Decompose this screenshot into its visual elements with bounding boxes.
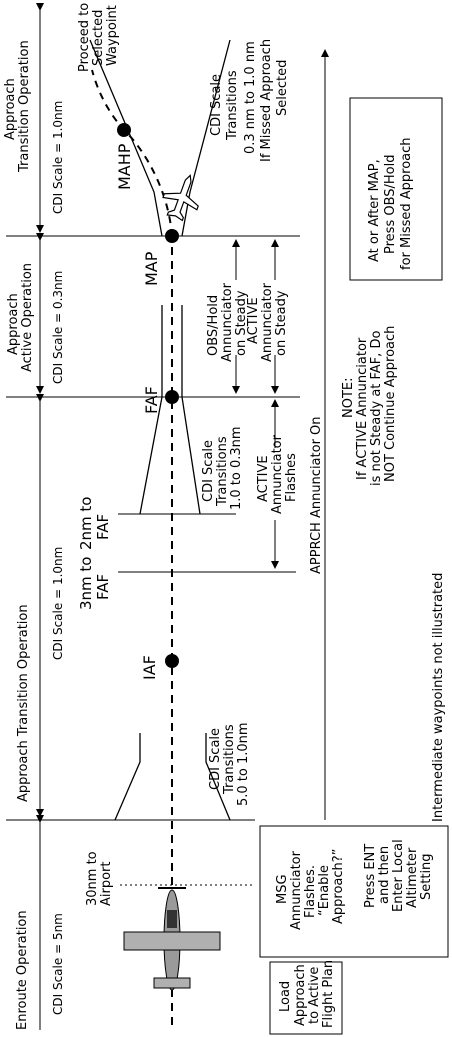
cdi-missed-4: If Missed Approach — [259, 39, 274, 162]
obs-box — [349, 97, 443, 281]
active-flashes-3: Flashes — [284, 453, 299, 502]
msg-box-2: Annunciator — [289, 850, 304, 930]
proceed-label-2: Selected — [91, 10, 106, 66]
missed-transition-title-2: Transition Operation — [17, 40, 32, 173]
note-block-3: is not Steady at FAF, Do — [369, 331, 384, 486]
faf-dot — [165, 390, 179, 404]
active-flashes-1: ACTIVE — [256, 455, 271, 502]
load-box-1: Load — [278, 981, 293, 1012]
cdi-5-to-1-1: CDI Scale — [208, 728, 223, 790]
proceed-label-1: Proceed to — [77, 3, 92, 72]
note-block-4: NOT Continue Approach — [383, 326, 398, 482]
msg-box-9: Altimeter — [405, 847, 420, 908]
annunciator-arrows — [232, 49, 329, 820]
mahp-label: MAHP — [115, 143, 134, 190]
obs-box-3: for Missed Approach — [399, 137, 414, 270]
obs-box-1: At or After MAP, — [367, 159, 382, 262]
two-nm-label-2: FAF — [94, 514, 112, 540]
obs-hold-1: OBS/Hold — [206, 295, 221, 356]
cdi-1-to-03-1: CDI Scale — [201, 440, 216, 502]
load-box-3: to Active — [307, 967, 322, 1024]
approach-active-title-1: Approach — [6, 293, 21, 355]
thirty-nm-label-2: Airport — [99, 862, 114, 907]
phase-dividers — [6, 235, 300, 821]
iaf-dot — [165, 654, 179, 668]
map-label: MAP — [142, 251, 161, 286]
msg-box-5: Approach?” — [331, 849, 346, 924]
msg-box-4: “Enable — [317, 865, 332, 916]
note-block-1: NOTE: — [341, 378, 356, 419]
cdi-missed-1: CDI Scale — [209, 74, 224, 136]
info-boxes — [259, 97, 449, 1035]
enroute-scale: CDI Scale = 5nm — [51, 913, 65, 1015]
enroute-title: Enroute Operation — [15, 910, 30, 1030]
obs-hold-2: Annunciator — [220, 282, 235, 362]
msg-box — [259, 825, 449, 958]
distance-ticks — [118, 513, 296, 573]
cdi-funnel-missed — [89, 39, 231, 237]
approach-transition-scale: CDI Scale = 1.0nm — [51, 547, 65, 660]
cdi-missed-5: Selected — [275, 60, 290, 116]
thirty-nm-label-1: 30nm to — [85, 851, 100, 906]
two-nm-label-1: 2nm to — [77, 497, 95, 551]
iaf-label: IAF — [140, 655, 159, 680]
intermediate-note: Intermediate waypoints not illustrated — [431, 573, 446, 822]
faf-label: FAF — [142, 386, 161, 414]
msg-box-8: Enter Local — [391, 839, 406, 912]
obs-box-2: Press OBS/Hold — [383, 155, 398, 255]
waypoint-dots — [117, 123, 179, 668]
apprch-on-label: APPRCH Annunciator On — [309, 416, 324, 574]
active-steady-2: Annunciator — [260, 282, 275, 362]
cdi-funnel-5-to-1 — [114, 733, 231, 821]
approach-active-title-2: Active Operation — [20, 263, 35, 372]
active-flashes-2: Annunciator — [270, 434, 285, 514]
msg-box-7: and then — [377, 846, 392, 904]
airplane-icon — [123, 887, 221, 991]
cdi-1-to-03-3: 1.0 to 0.3nm — [229, 426, 244, 510]
three-nm-label-1: 3nm to — [77, 557, 95, 611]
approach-transition-title: Approach Transition Operation — [16, 604, 31, 802]
cdi-5-to-1-3: 5.0 to 1.0nm — [236, 722, 251, 806]
msg-box-3: Flashes. — [303, 865, 318, 918]
active-steady-3: on Steady — [274, 290, 289, 356]
climbing-airplane-icon — [162, 174, 199, 222]
cdi-funnel-1-to-03 — [139, 305, 201, 515]
load-box — [269, 961, 343, 1035]
cdi-missed-2: Transitions — [225, 70, 240, 141]
msg-box-6: Press ENT — [363, 844, 378, 908]
cdi-missed-3: 0.3 nm to 1.0 nm — [243, 41, 258, 154]
three-nm-label-2: FAF — [94, 574, 112, 600]
missed-transition-title-1: Approach — [3, 78, 18, 140]
load-box-2: Approach — [293, 964, 308, 1026]
approach-active-scale: CDI Scale = 0.3nm — [51, 271, 65, 384]
cdi-1-to-03-2: Transitions — [215, 436, 230, 507]
cdi-5-to-1-2: Transitions — [222, 724, 237, 795]
active-steady-1: ACTIVE — [246, 297, 261, 344]
obs-hold-3: on Steady — [234, 290, 249, 356]
proceed-label-3: Waypoint — [105, 5, 120, 66]
missed-transition-scale: CDI Scale = 1.0nm — [51, 101, 65, 214]
load-box-4: Flight Plan — [321, 960, 336, 1028]
map-dot — [165, 229, 179, 243]
mahp-dot — [117, 123, 131, 137]
note-block-2: If ACTIVE Annunciator — [355, 337, 370, 480]
msg-box-10: Setting — [419, 853, 434, 900]
msg-box-1: MSG — [275, 874, 290, 904]
